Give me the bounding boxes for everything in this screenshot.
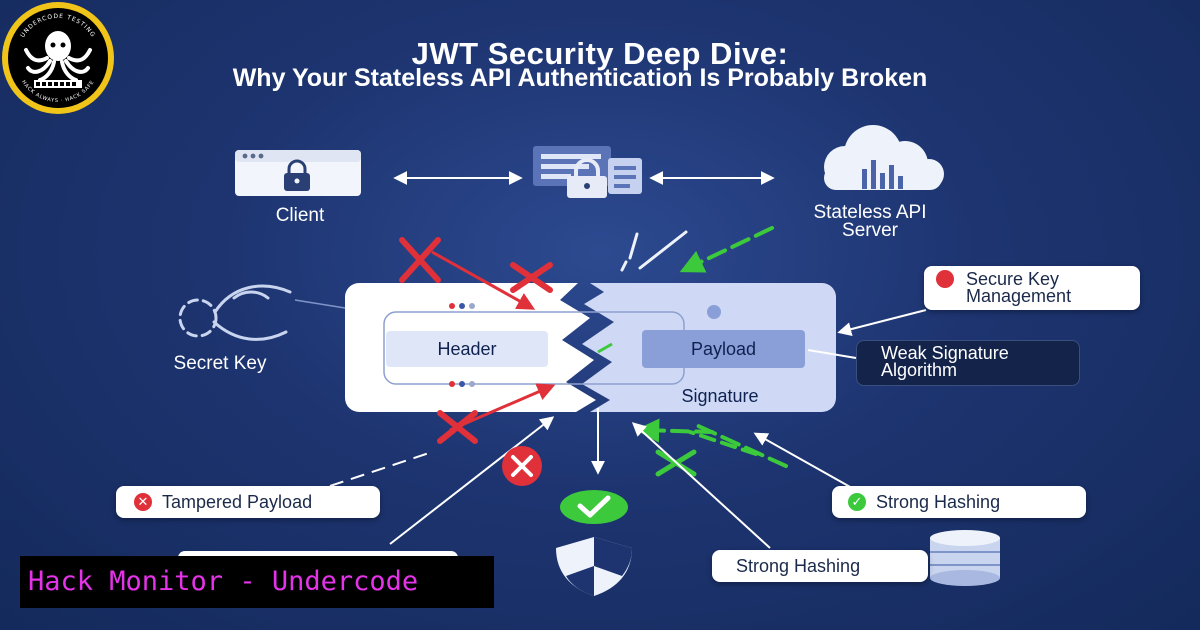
token-payload-label: Payload bbox=[690, 339, 757, 359]
server-label-line1: Stateless API bbox=[813, 202, 927, 223]
brand-banner: Hack Monitor - Undercode bbox=[20, 556, 494, 608]
strong-hashing-right-label: Strong Hashing bbox=[876, 491, 1001, 512]
document-lock-icon bbox=[533, 146, 642, 198]
weak-signature-callout: Weak Signature Algorithm bbox=[856, 340, 1080, 386]
weak-sig-line2: Algorithm bbox=[881, 360, 958, 380]
secret-key-label: Secret Key bbox=[173, 353, 267, 374]
page-title: JWT Security Deep Dive: bbox=[411, 36, 789, 71]
tampered-payload-label: Tampered Payload bbox=[162, 491, 313, 512]
key-link-line bbox=[294, 299, 346, 309]
green-check-icon: ✓ bbox=[848, 493, 866, 511]
token-header-label: Header bbox=[437, 339, 497, 359]
attack-vectors bbox=[399, 237, 556, 444]
page-subtitle: Why Your Stateless API Authentication Is… bbox=[232, 64, 928, 92]
x-mark-icon bbox=[510, 262, 553, 293]
database-icon bbox=[930, 530, 1000, 586]
strong-hashing-callout-right: ✓ Strong Hashing bbox=[832, 486, 1086, 518]
spark-lines bbox=[620, 230, 688, 272]
strong-hashing-callout-bottom: Strong Hashing bbox=[712, 550, 928, 582]
secure-key-line2: Management bbox=[966, 286, 1072, 306]
validation-lines bbox=[635, 226, 788, 477]
secure-key-line1: Secure Key bbox=[966, 269, 1060, 289]
error-badge-icon bbox=[502, 446, 542, 486]
weak-sig-line1: Weak Signature bbox=[881, 343, 1009, 363]
x-mark-icon bbox=[437, 410, 478, 444]
connector-arrows bbox=[329, 309, 927, 549]
client-window-icon bbox=[235, 150, 361, 196]
check-badge-icon bbox=[560, 490, 628, 524]
client-label: Client bbox=[275, 205, 325, 226]
token-signature-label: Signature bbox=[681, 386, 759, 406]
cloud-server-icon bbox=[824, 125, 944, 190]
shield-icon bbox=[556, 537, 632, 596]
red-dot-icon bbox=[936, 270, 954, 288]
jwt-token-card bbox=[345, 283, 836, 412]
secret-key-icon bbox=[178, 284, 292, 341]
undercode-logo: UNDERCODE TESTING HACK ALWAYS · HACK SAF… bbox=[2, 2, 114, 114]
tampered-payload-callout: ✕ Tampered Payload bbox=[116, 486, 380, 518]
secure-key-callout: Secure Key Management bbox=[924, 266, 1140, 310]
red-x-icon: ✕ bbox=[134, 493, 152, 511]
x-mark-icon bbox=[399, 237, 441, 283]
strong-hashing-bottom-label: Strong Hashing bbox=[736, 555, 861, 576]
server-label-line2: Server bbox=[842, 220, 898, 241]
